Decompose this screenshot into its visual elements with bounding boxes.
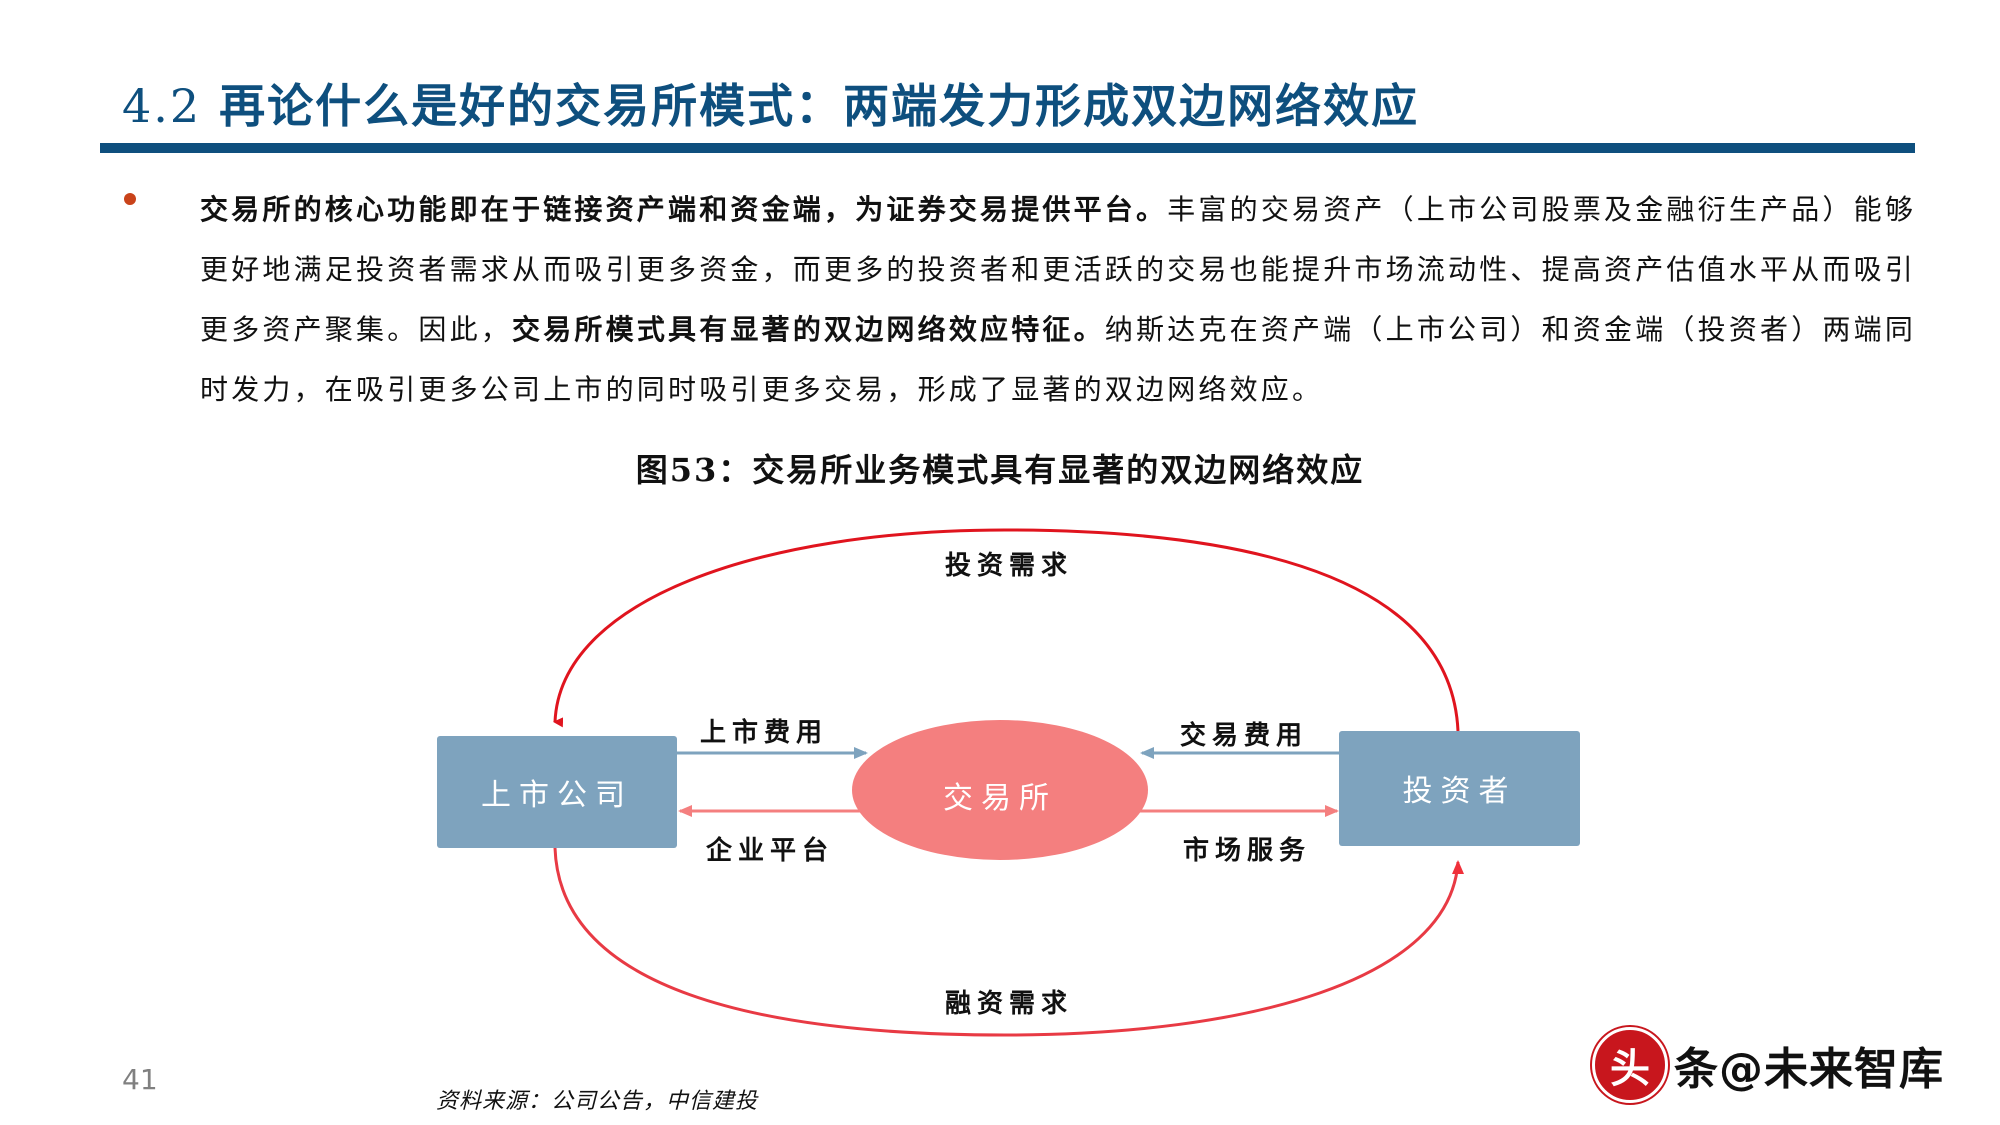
toutiao-logo-icon: 头 [1592, 1027, 1668, 1103]
exchange-ellipse [852, 720, 1148, 860]
trading-fee-label: 交易费用 [1180, 721, 1309, 751]
body-text-1: 丰富的交易资产（上市公司股票及金融衍生产品）能够更好地满足投资者需求从而吸引更多… [200, 193, 1917, 346]
body-bold-2: 交易所模式具有显著的双边网络效应特征。 [512, 313, 1105, 346]
watermark: 头 条@未来智库 [1592, 1027, 1944, 1103]
title-divider [100, 143, 1915, 153]
section-number: 4.2 [122, 79, 202, 133]
exchange-label: 交易所 [943, 781, 1057, 816]
enterprise-platform-label: 企业平台 [706, 836, 835, 866]
financing-demand-label: 融资需求 [945, 989, 1074, 1019]
figure-caption: 图53：交易所业务模式具有显著的双边网络效应 [635, 451, 1365, 489]
page-number: 41 [122, 1063, 158, 1096]
investor-box [1339, 731, 1580, 846]
section-title: 再论什么是好的交易所模式：两端发力形成双边网络效应 [219, 79, 1420, 133]
listed-company-label: 上市公司 [481, 778, 633, 813]
market-service-label: 市场服务 [1183, 836, 1312, 866]
body-text-2: 纳斯达克在资产端（上市公司）和资金端（投资者）两端同时发力，在吸引更多公司上市的… [200, 313, 1917, 406]
bottom-arc-financing-demand [553, 847, 1464, 1037]
top-arc-investment-demand [553, 528, 1460, 732]
investment-demand-label: 投资需求 [945, 551, 1074, 581]
investor-label: 投资者 [1402, 774, 1517, 809]
listing-fee-label: 上市费用 [700, 718, 829, 748]
page-title: 4.2 再论什么是好的交易所模式：两端发力形成双边网络效应 [122, 70, 1419, 136]
listed-company-box [437, 736, 677, 848]
source-note: 资料来源：公司公告，中信建投 [436, 1089, 759, 1114]
body-paragraph: 交易所的核心功能即在于链接资产端和资金端，为证券交易提供平台。丰富的交易资产（上… [200, 180, 1940, 420]
body-bold-1: 交易所的核心功能即在于链接资产端和资金端，为证券交易提供平台。 [200, 193, 1168, 226]
watermark-text: 条@未来智库 [1674, 1044, 1944, 1095]
bullet-dot-icon [124, 193, 136, 205]
